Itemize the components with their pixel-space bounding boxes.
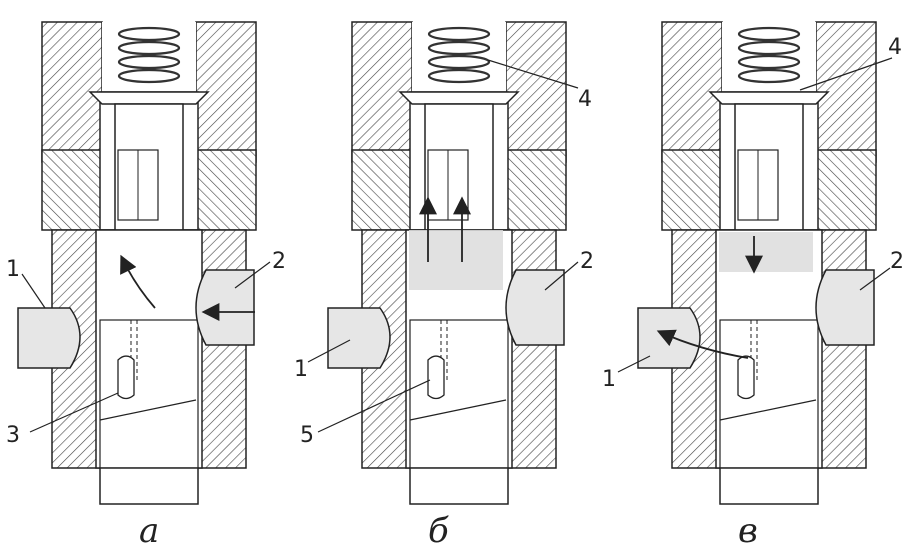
fuel-chamber-v [719,232,813,272]
diagram-a: 1 2 3 а [6,20,286,551]
flow-arrow-v-spill [656,329,749,359]
leader-line-b-2 [544,261,579,291]
leader-line-v-2 [859,267,891,291]
callout-v-1: 1 [602,367,616,392]
callout-b-5: 5 [300,423,314,448]
leader-line-v-1 [617,355,651,373]
callout-a-3: 3 [6,423,20,448]
callout-v-4: 4 [888,35,902,60]
callout-v-2: 2 [890,249,904,274]
leader-line-a-1 [21,273,46,309]
caption-b: б [428,511,449,551]
leader-line-b-4 [487,59,579,89]
diagram-b: 4 2 1 5 б [294,20,594,551]
caption-a: а [139,511,159,551]
leader-line-b-5 [317,379,431,433]
leader-line-a-3 [29,392,119,433]
leader-line-a-2 [234,261,271,289]
callout-b-4: 4 [578,87,592,112]
leader-line-b-1 [307,339,351,363]
callout-b-2: 2 [580,249,594,274]
diagram-v: 4 2 1 в [602,20,904,551]
callout-b-1: 1 [294,357,308,382]
fuel-chamber-b [409,230,503,290]
callout-a-1: 1 [6,257,20,282]
flow-arrow-a-curved [120,254,156,309]
caption-v: в [738,511,758,551]
leader-line-v-4 [799,57,893,91]
callout-a-2: 2 [272,249,286,274]
